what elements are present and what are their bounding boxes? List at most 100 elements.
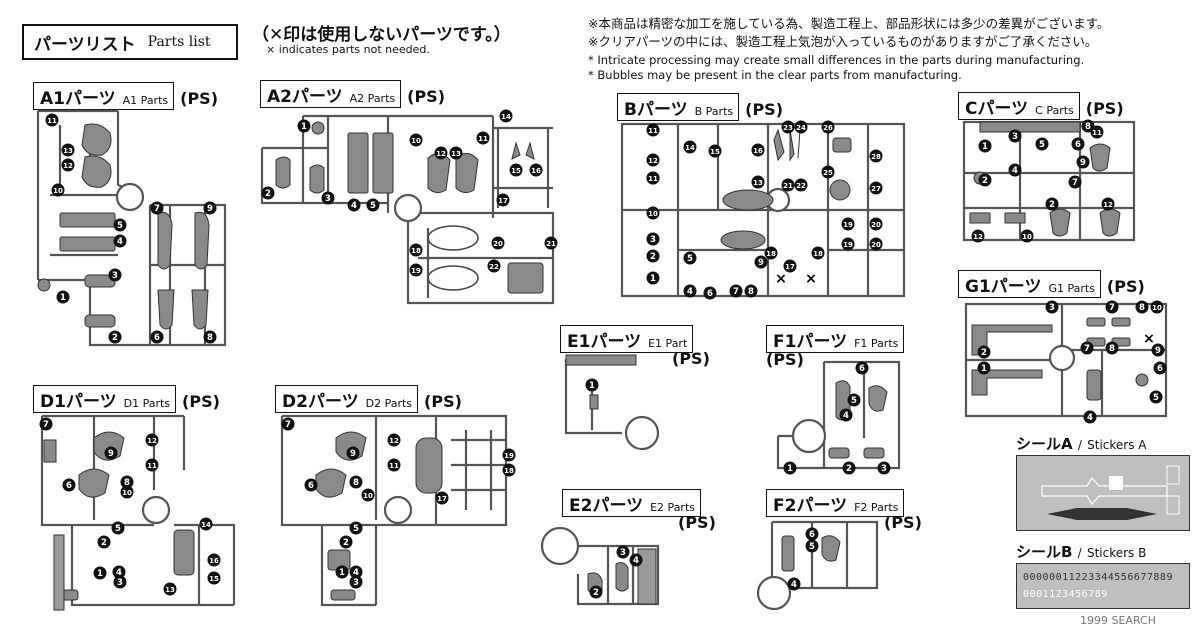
part-number-marker: 28	[869, 149, 883, 163]
sticker-a-title-ja: シールA	[1016, 435, 1073, 453]
runner-material-e1: (PS)	[672, 349, 710, 368]
svg-text:22: 22	[489, 263, 499, 271]
svg-text:19: 19	[504, 452, 514, 460]
part-number-marker: 9	[104, 446, 118, 460]
svg-text:12: 12	[1103, 201, 1113, 209]
part-number-marker: 10	[1020, 229, 1034, 243]
svg-text:1: 1	[650, 274, 656, 284]
svg-text:14: 14	[501, 113, 511, 121]
svg-text:2: 2	[846, 464, 852, 474]
part-number-marker: 13	[163, 582, 177, 596]
svg-text:5: 5	[117, 221, 123, 231]
part-number-marker: 7	[1080, 341, 1094, 355]
svg-text:14: 14	[201, 521, 211, 529]
svg-text:1: 1	[97, 569, 103, 579]
part-number-marker: 5	[1035, 137, 1049, 151]
svg-text:13: 13	[753, 179, 763, 187]
part-number-marker: 2	[589, 585, 603, 599]
part-number-marker: 15	[708, 144, 722, 158]
runner-name: Bパーツ	[624, 100, 688, 120]
svg-text:11: 11	[1092, 129, 1102, 137]
part-number-marker: 5	[111, 521, 125, 535]
svg-text:6: 6	[809, 530, 815, 540]
runner-name: A1パーツ	[40, 89, 116, 109]
svg-text:1: 1	[787, 464, 793, 474]
svg-text:20: 20	[493, 240, 503, 248]
part-number-marker: 1	[978, 139, 992, 153]
part-number-marker: 9	[346, 446, 360, 460]
svg-text:6: 6	[1075, 140, 1081, 150]
svg-text:18: 18	[411, 247, 421, 255]
runner-name: Cパーツ	[965, 99, 1029, 119]
unused-parts-note: （✕印は使用しないパーツです。）	[252, 25, 511, 45]
part-number-marker: 6	[1153, 361, 1167, 375]
part-number-marker: 25	[821, 165, 835, 179]
svg-text:8: 8	[1085, 122, 1091, 132]
part-number-marker: 21	[781, 178, 795, 192]
svg-text:4: 4	[353, 568, 359, 578]
part-number-marker: 1	[646, 271, 660, 285]
part-number-marker: 12	[61, 158, 75, 172]
svg-text:5: 5	[370, 201, 376, 211]
svg-text:6: 6	[1157, 364, 1163, 374]
part-number-marker: 8	[744, 284, 758, 298]
part-number-marker: 3	[349, 575, 363, 589]
part-number-marker: 2	[1045, 197, 1059, 211]
runner-sub: B Parts	[694, 105, 734, 118]
svg-text:12: 12	[63, 162, 73, 170]
part-number-marker: 4	[1083, 410, 1097, 424]
sticker-sheet-a	[1016, 455, 1190, 531]
svg-text:16: 16	[209, 557, 219, 565]
svg-text:7: 7	[154, 204, 160, 214]
runner-sub: F1 Parts	[854, 337, 899, 350]
part-number-marker: 7	[729, 284, 743, 298]
svg-text:4: 4	[687, 287, 693, 297]
svg-text:21: 21	[783, 182, 793, 190]
svg-text:16: 16	[531, 167, 541, 175]
svg-text:6: 6	[154, 333, 160, 343]
svg-text:7: 7	[1084, 344, 1090, 354]
disclaimer-line-2: ※クリアパーツの中には、製造工程上気泡が入っているものがありますがご了承ください…	[588, 34, 1098, 49]
part-number-marker: 12	[387, 433, 401, 447]
part-number-marker: 2	[339, 535, 353, 549]
part-number-marker: 5	[349, 521, 363, 535]
svg-text:1: 1	[981, 364, 987, 374]
svg-text:4: 4	[1012, 166, 1018, 176]
svg-text:12: 12	[973, 233, 983, 241]
svg-text:9: 9	[108, 449, 114, 459]
part-number-marker: 7	[1105, 300, 1119, 314]
svg-text:19: 19	[843, 241, 853, 249]
part-number-marker: 14	[199, 517, 213, 531]
svg-text:5: 5	[353, 524, 359, 534]
part-number-marker: 5	[113, 218, 127, 232]
svg-text:15: 15	[710, 148, 720, 156]
part-number-marker: 3	[646, 232, 660, 246]
disclaimer-line-1: ※本商品は精密な加工を施している為、製造工程上、部品形状には多少の差異がございま…	[588, 16, 1110, 31]
part-number-marker: 1	[297, 119, 311, 133]
runner-material: (PS)	[1106, 277, 1145, 296]
svg-text:2: 2	[1049, 200, 1055, 210]
svg-text:3: 3	[1012, 132, 1018, 142]
part-number-marker: 10	[361, 488, 375, 502]
runner-sub: A2 Parts	[349, 92, 396, 105]
part-number-marker: 6	[1071, 137, 1085, 151]
svg-text:17: 17	[785, 263, 795, 271]
part-number-marker: 17	[783, 259, 797, 273]
part-number-marker: 2	[842, 461, 856, 475]
svg-text:5: 5	[687, 254, 693, 264]
part-number-marker: 5	[366, 198, 380, 212]
svg-text:5: 5	[1153, 393, 1159, 403]
svg-text:9: 9	[758, 258, 764, 268]
svg-text:11: 11	[478, 135, 488, 143]
part-number-marker: 11	[1090, 125, 1104, 139]
part-number-marker: 4	[839, 408, 853, 422]
runner-material-f1: (PS)	[766, 350, 804, 369]
part-number-marker: 8	[349, 475, 363, 489]
sticker-b-sep: /	[1077, 546, 1082, 560]
runner-material: (PS)	[1085, 99, 1124, 118]
